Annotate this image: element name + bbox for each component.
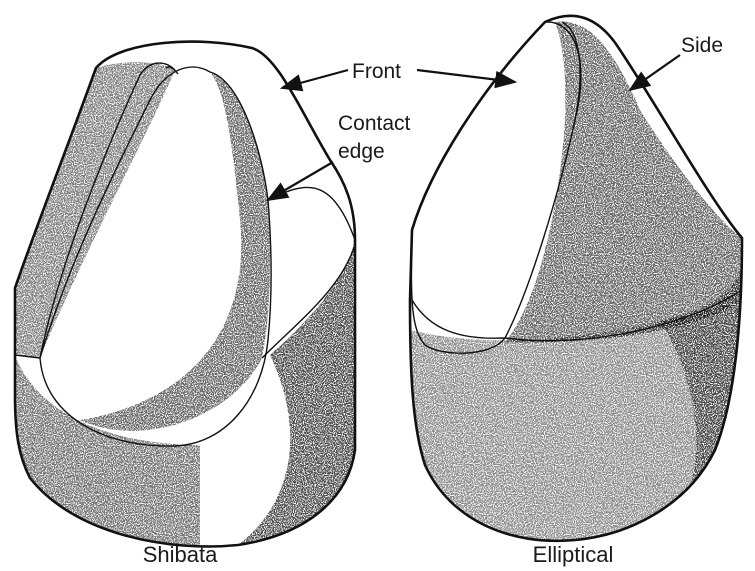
- callout-side: Side: [630, 34, 723, 90]
- elliptical-stylus: [410, 16, 742, 560]
- caption-shibata: Shibata: [143, 542, 218, 567]
- side-label: Side: [681, 34, 723, 57]
- callout-contact-edge: Contact edge: [268, 112, 411, 200]
- shibata-contact-edge: [268, 187, 355, 240]
- contact-edge-arrow: [268, 162, 333, 200]
- shibata-stylus: [15, 42, 360, 560]
- contact-label-line2: edge: [338, 140, 385, 163]
- callout-front: Front: [282, 60, 515, 88]
- contact-label-line1: Contact: [338, 112, 411, 135]
- front-arrow-left: [282, 70, 348, 88]
- front-label: Front: [352, 60, 401, 83]
- side-arrow: [630, 55, 680, 90]
- caption-elliptical: Elliptical: [533, 542, 614, 567]
